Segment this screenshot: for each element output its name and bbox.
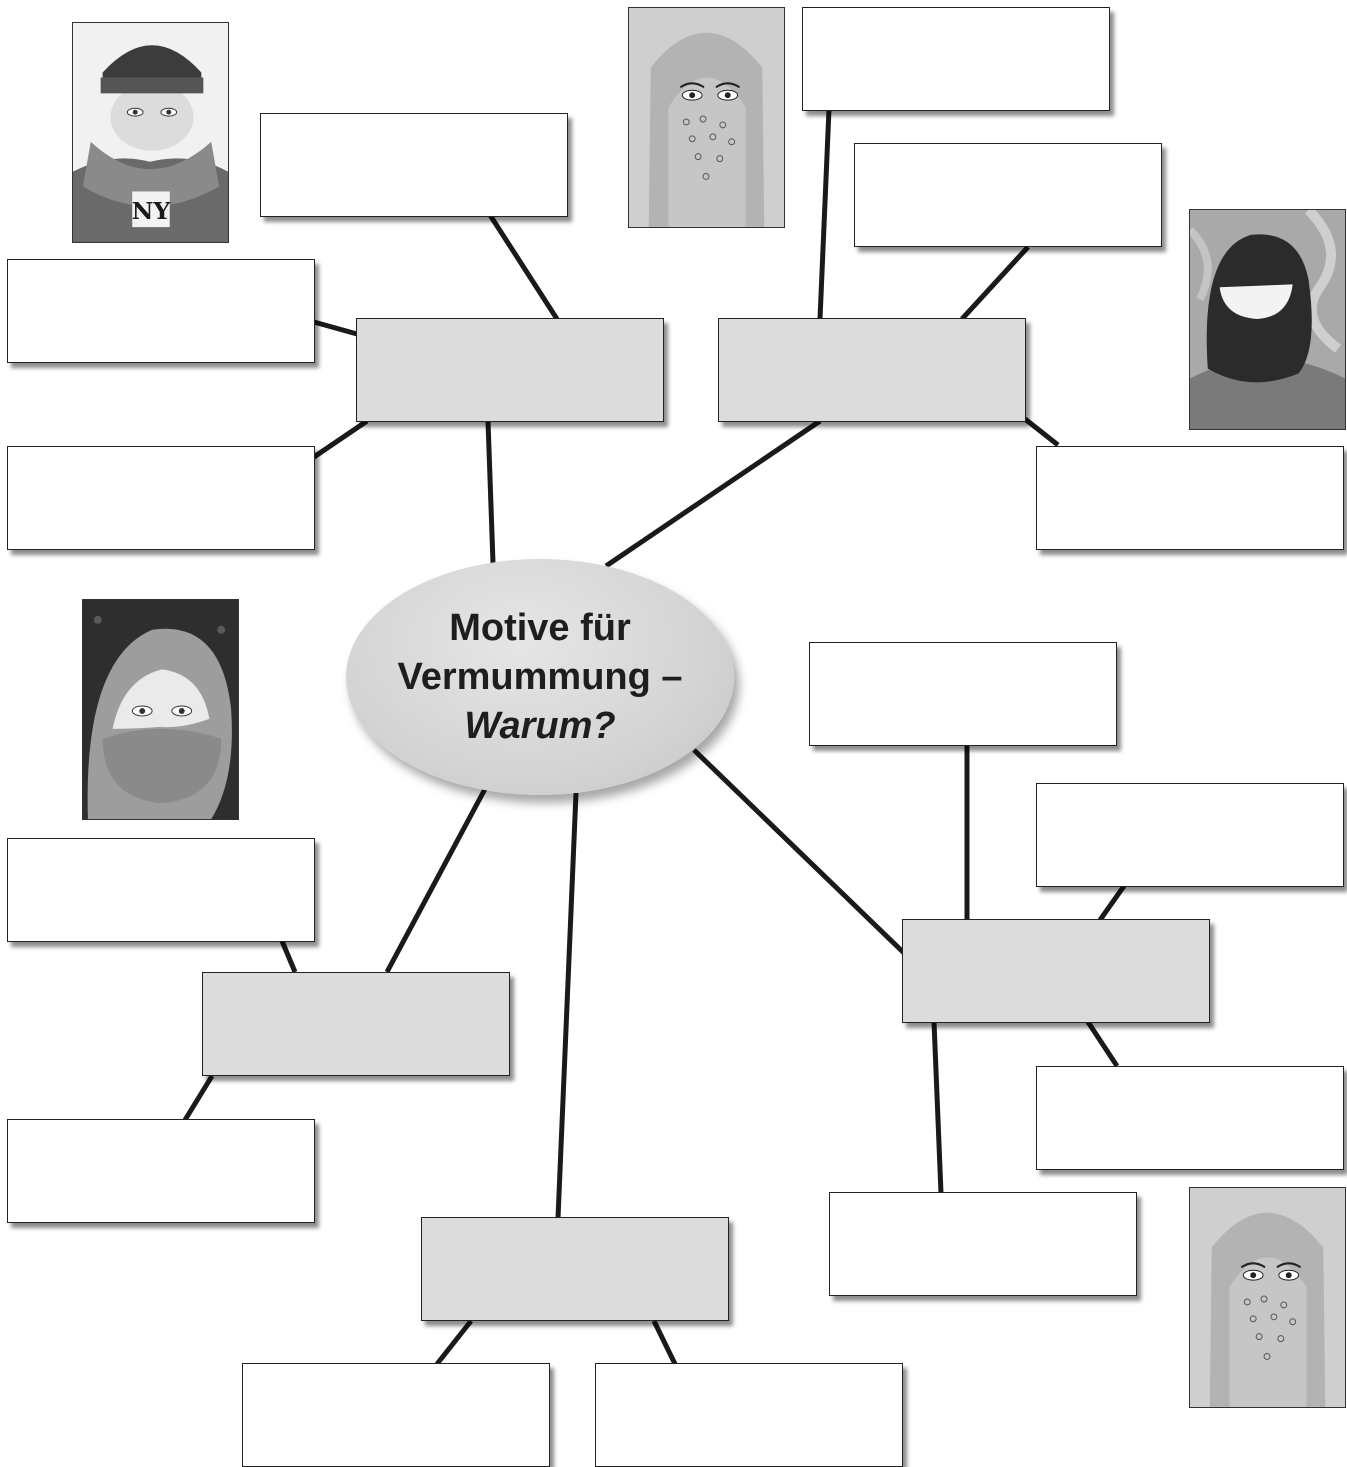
connector-line [931, 1021, 944, 1194]
drawing-person-with-beanie-and-scarf: NY [72, 22, 229, 243]
category-box-bottom-left[interactable] [202, 972, 510, 1076]
answer-box[interactable] [7, 838, 315, 942]
svg-text:NY: NY [132, 197, 172, 225]
answer-box[interactable] [595, 1363, 903, 1467]
connector-line [692, 748, 906, 955]
connector-line [1097, 884, 1127, 922]
answer-box[interactable] [802, 7, 1110, 111]
connector-line [312, 418, 369, 460]
answer-box[interactable] [7, 446, 315, 550]
category-box-top-left[interactable] [356, 318, 664, 422]
connector-line [651, 1319, 678, 1366]
answer-box[interactable] [829, 1192, 1137, 1296]
connector-line [279, 940, 298, 973]
drawing-woman-with-patterned-face-veil [628, 7, 785, 228]
category-box-top-right[interactable] [718, 318, 1026, 422]
connector-line [313, 319, 358, 337]
connector-line [435, 1319, 473, 1366]
answer-box[interactable] [1036, 783, 1344, 887]
connector-line [485, 420, 496, 564]
drawing-person-with-headscarf-covering-face [82, 599, 239, 820]
drawing-person-with-black-balaclava [1189, 209, 1346, 430]
connector-line [182, 1074, 215, 1122]
central-topic-line-1: Motive für [449, 606, 631, 649]
category-box-bottom-middle[interactable] [421, 1217, 729, 1321]
answer-box[interactable] [242, 1363, 550, 1467]
answer-box[interactable] [1036, 446, 1344, 550]
central-topic-line-3: Warum? [464, 704, 616, 747]
connector-line [604, 418, 822, 569]
central-topic-ellipse: Motive für Vermummung – Warum? [346, 559, 734, 795]
connector-line [960, 245, 1030, 321]
answer-box[interactable] [7, 1119, 315, 1223]
answer-box[interactable] [809, 642, 1117, 746]
answer-box[interactable] [260, 113, 568, 217]
connector-line [1023, 417, 1060, 447]
drawing-woman-with-patterned-face-veil [1189, 1187, 1346, 1408]
connector-line [817, 108, 832, 320]
connector-line [555, 792, 579, 1219]
connector-line [487, 213, 560, 321]
central-topic-line-2: Vermummung – [397, 655, 683, 698]
connector-line [1085, 1020, 1120, 1068]
answer-box[interactable] [1036, 1066, 1344, 1170]
category-box-bottom-right[interactable] [902, 919, 1210, 1023]
connector-line [384, 787, 488, 974]
answer-box[interactable] [7, 259, 315, 363]
answer-box[interactable] [854, 143, 1162, 247]
